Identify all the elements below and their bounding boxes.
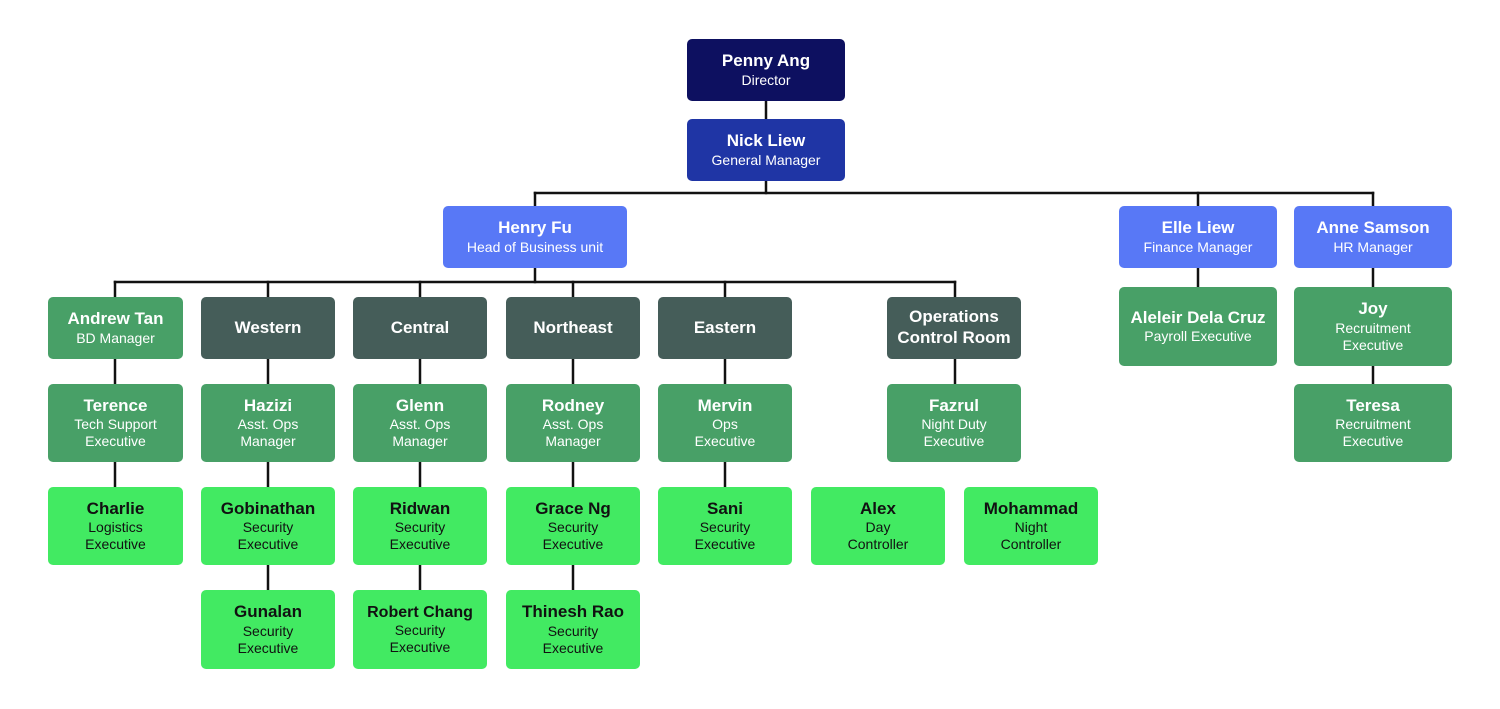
node-charlie: Charlie Logistics Executive xyxy=(48,487,183,565)
node-terence: Terence Tech Support Executive xyxy=(48,384,183,462)
node-hazizi: Hazizi Asst. Ops Manager xyxy=(201,384,335,462)
node-role: General Manager xyxy=(711,151,821,168)
node-name: Terence xyxy=(83,395,148,415)
node-role: Security Executive xyxy=(389,519,451,553)
node-role: Asst. Ops Manager xyxy=(389,416,451,450)
node-name: Northeast xyxy=(533,317,613,337)
node-role: Ops Executive xyxy=(694,416,756,450)
node-role: Recruitment Executive xyxy=(1335,319,1411,353)
node-role: Security Executive xyxy=(694,519,756,553)
node-ridwan: Ridwan Security Executive xyxy=(353,487,487,565)
node-name: Sani xyxy=(707,498,743,518)
node-sani: Sani Security Executive xyxy=(658,487,792,565)
node-name: Andrew Tan xyxy=(67,309,164,329)
node-role: Security Executive xyxy=(237,622,299,656)
node-role: Night Controller xyxy=(1000,519,1062,553)
node-mervin: Mervin Ops Executive xyxy=(658,384,792,462)
node-operations-control-room: Operations Control Room xyxy=(887,297,1021,359)
node-gobinathan: Gobinathan Security Executive xyxy=(201,487,335,565)
node-role: Director xyxy=(741,71,791,88)
node-finance-manager: Elle Liew Finance Manager xyxy=(1119,206,1277,268)
node-grace-ng: Grace Ng Security Executive xyxy=(506,487,640,565)
node-name: Penny Ang xyxy=(721,51,811,71)
node-name: Eastern xyxy=(693,317,757,337)
node-name: Ridwan xyxy=(389,498,451,518)
node-role: Head of Business unit xyxy=(466,238,604,255)
node-name: Charlie xyxy=(86,498,145,518)
node-name: Mervin xyxy=(697,395,753,415)
node-role: HR Manager xyxy=(1333,238,1413,255)
node-name: Mohammad xyxy=(983,498,1079,518)
node-alex: Alex Day Controller xyxy=(811,487,945,565)
node-region-western: Western xyxy=(201,297,335,359)
node-region-central: Central xyxy=(353,297,487,359)
node-name: Fazrul xyxy=(928,395,980,415)
node-role: Logistics Executive xyxy=(85,519,146,553)
node-name: Gunalan xyxy=(233,602,302,622)
node-name: Thinesh Rao xyxy=(521,602,624,622)
node-name: Henry Fu xyxy=(498,218,572,238)
node-name: Nick Liew xyxy=(726,131,806,151)
node-role: Asst. Ops Manager xyxy=(542,416,604,450)
node-name: Gobinathan xyxy=(220,498,316,518)
node-director: Penny Ang Director xyxy=(687,39,845,101)
node-name: Central xyxy=(390,317,450,337)
node-name: Glenn xyxy=(395,395,445,415)
node-name: Grace Ng xyxy=(535,498,611,518)
node-name: Joy xyxy=(1358,299,1388,319)
node-name: Alex xyxy=(860,498,896,518)
node-name: Teresa xyxy=(1346,395,1400,415)
node-role: Finance Manager xyxy=(1143,238,1253,255)
node-recruitment-teresa: Teresa Recruitment Executive xyxy=(1294,384,1452,462)
node-name: Western xyxy=(234,317,302,337)
node-fazrul: Fazrul Night Duty Executive xyxy=(887,384,1021,462)
node-role: BD Manager xyxy=(76,329,155,346)
node-name: Anne Samson xyxy=(1316,218,1430,238)
node-mohammad: Mohammad Night Controller xyxy=(964,487,1098,565)
node-role: Day Controller xyxy=(847,519,909,553)
node-region-eastern: Eastern xyxy=(658,297,792,359)
node-hr-manager: Anne Samson HR Manager xyxy=(1294,206,1452,268)
node-name: Robert Chang xyxy=(367,603,473,621)
node-name: Rodney xyxy=(541,395,605,415)
node-name: Elle Liew xyxy=(1161,218,1235,238)
node-role: Night Duty Executive xyxy=(921,416,987,450)
node-role: Payroll Executive xyxy=(1144,328,1252,345)
node-role: Tech Support Executive xyxy=(74,416,157,450)
node-role: Asst. Ops Manager xyxy=(237,416,299,450)
node-thinesh-rao: Thinesh Rao Security Executive xyxy=(506,590,640,669)
node-name: Aleleir Dela Cruz xyxy=(1130,307,1266,327)
node-payroll-executive: Aleleir Dela Cruz Payroll Executive xyxy=(1119,287,1277,366)
node-robert-chang: Robert Chang Security Executive xyxy=(353,590,487,669)
node-region-northeast: Northeast xyxy=(506,297,640,359)
node-head-of-business-unit: Henry Fu Head of Business unit xyxy=(443,206,627,268)
node-rodney: Rodney Asst. Ops Manager xyxy=(506,384,640,462)
node-bd-manager: Andrew Tan BD Manager xyxy=(48,297,183,359)
node-role: Security Executive xyxy=(542,519,604,553)
node-role: Security Executive xyxy=(389,622,451,656)
node-role: Recruitment Executive xyxy=(1335,416,1411,450)
node-role: Security Executive xyxy=(542,622,604,656)
node-role: Security Executive xyxy=(237,519,299,553)
node-recruitment-joy: Joy Recruitment Executive xyxy=(1294,287,1452,366)
node-name: Operations Control Room xyxy=(897,307,1011,347)
node-glenn: Glenn Asst. Ops Manager xyxy=(353,384,487,462)
node-general-manager: Nick Liew General Manager xyxy=(687,119,845,181)
node-name: Hazizi xyxy=(243,395,293,415)
node-gunalan: Gunalan Security Executive xyxy=(201,590,335,669)
